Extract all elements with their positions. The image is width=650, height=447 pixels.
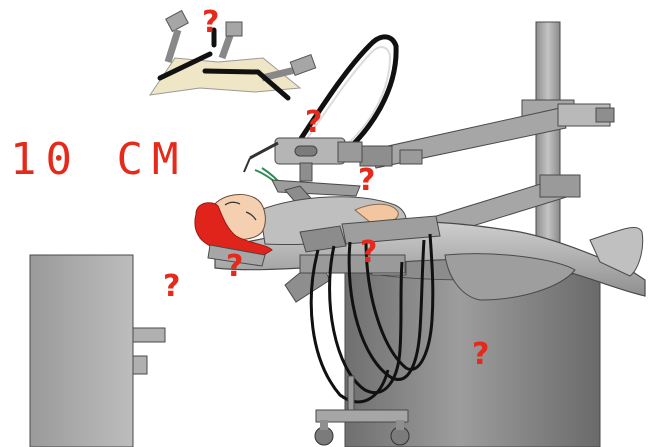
question-mark-cabinet: ? (163, 272, 180, 302)
question-mark-headrest: ? (226, 252, 243, 282)
upper-arm (360, 104, 614, 168)
question-mark-instrument: ? (305, 108, 322, 138)
question-mark-lamp: ? (202, 8, 219, 38)
question-mark-armrest: ? (360, 238, 377, 268)
question-mark-tray: ? (358, 166, 375, 196)
overhead-lamp (150, 11, 316, 98)
question-mark-base: ? (472, 340, 489, 370)
distance-label: 10 CM (10, 138, 187, 182)
cabinet (30, 255, 165, 447)
